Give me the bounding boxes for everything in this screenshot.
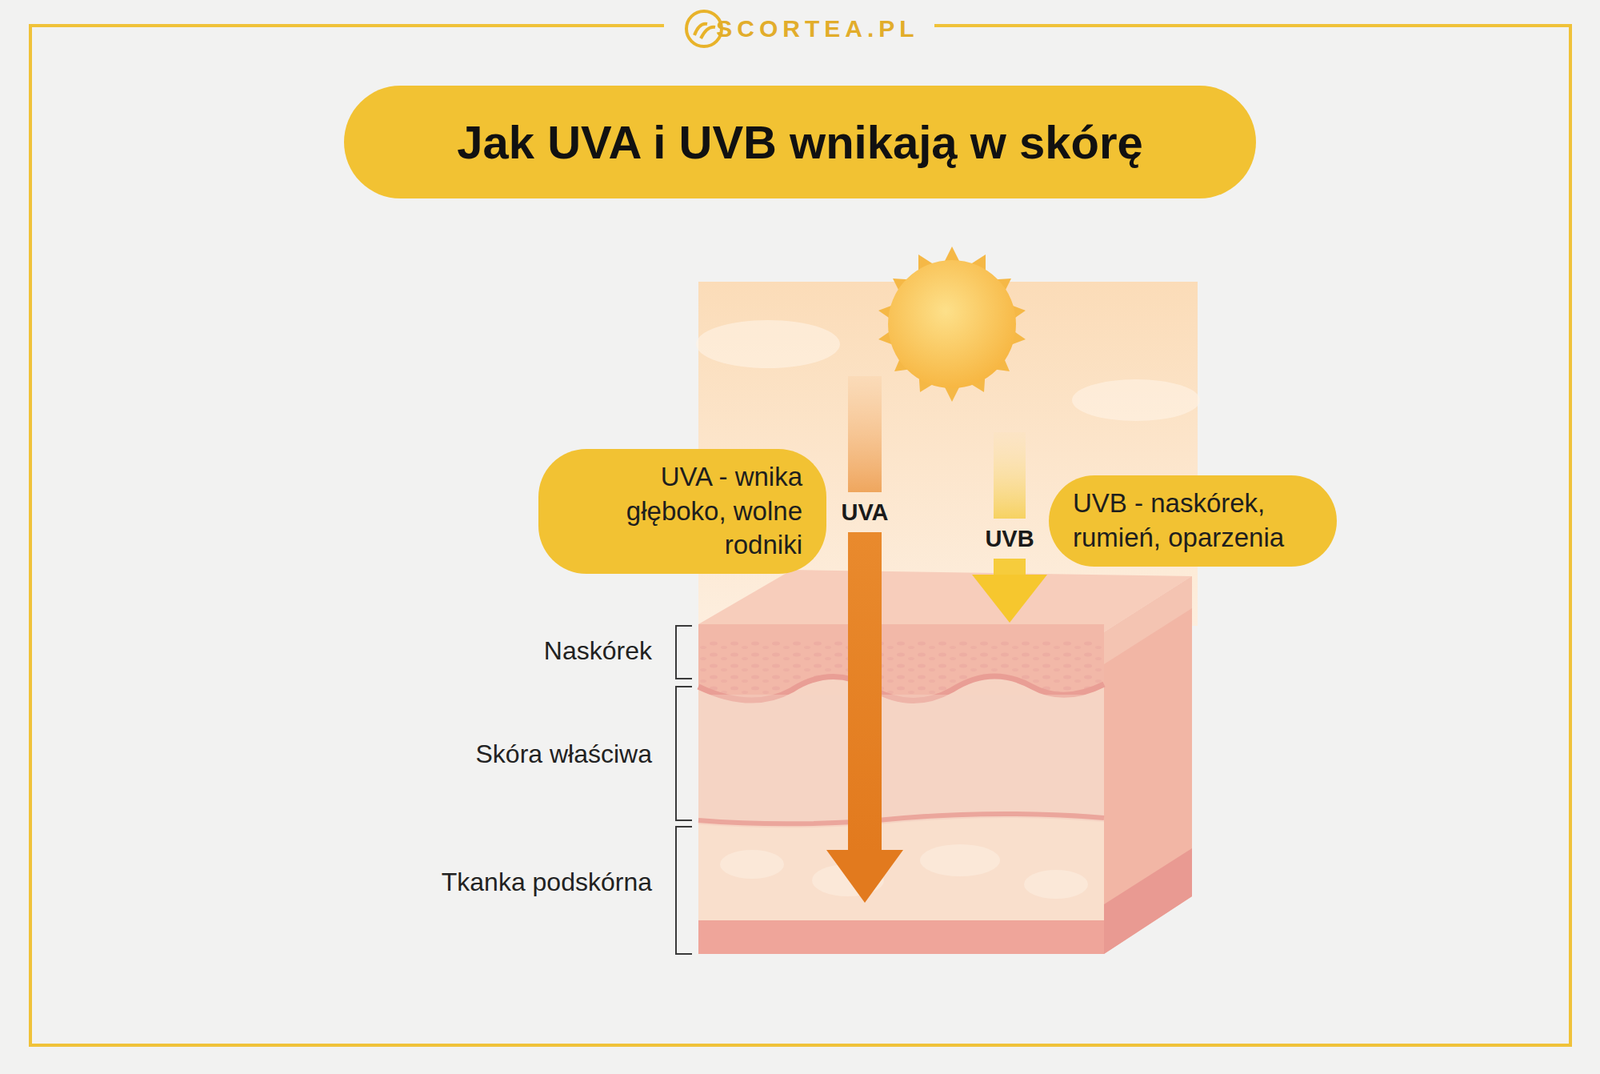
sun [878, 246, 1026, 402]
uvb-beam [993, 432, 1026, 519]
callout-text: UVB - naskórek, rumień, oparzenia [1072, 486, 1313, 556]
layer-label: Naskórek [544, 636, 652, 666]
logo-text: SCORTEA.PL [716, 15, 919, 43]
layer-label: Tkanka podskórna [441, 867, 652, 897]
layer-brackets [676, 625, 692, 954]
ray-label: UVA [840, 499, 888, 526]
callout-text: UVA - wnika głęboko, wolne rodniki [562, 460, 803, 564]
callout-pill: UVA - wnika głęboko, wolne rodniki [538, 448, 827, 575]
uva-beam [848, 376, 882, 492]
uvb-arrow [993, 558, 1026, 576]
title-pill: Jak UVA i UVB wnikają w skórę [344, 85, 1256, 199]
layer-label: Skóra właściwa [475, 739, 652, 769]
ray-label: UVB [984, 525, 1034, 552]
callout-pill: UVB - naskórek, rumień, oparzenia [1048, 475, 1337, 567]
uva-arrow [848, 532, 882, 852]
title: Jak UVA i UVB wnikają w skórę [456, 115, 1143, 169]
